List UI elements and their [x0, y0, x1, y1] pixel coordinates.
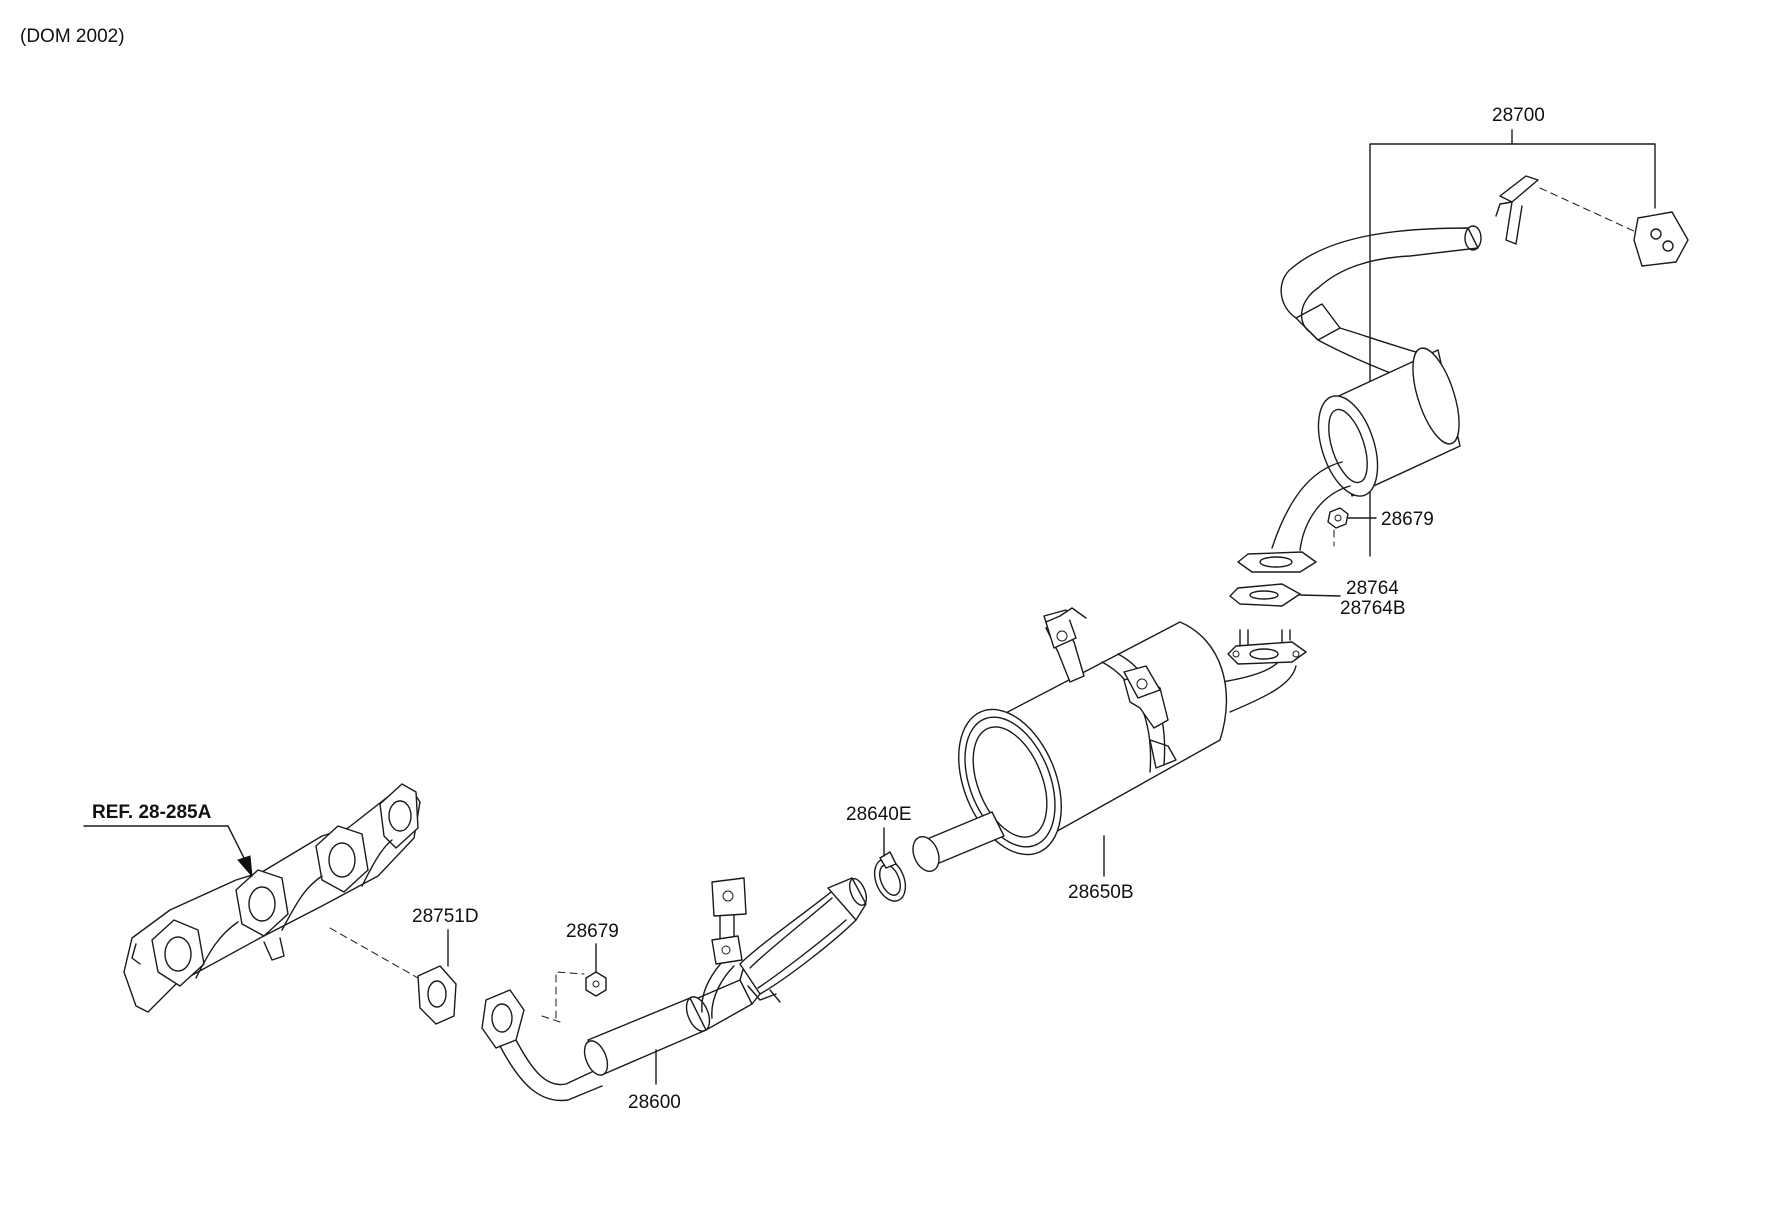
exhaust-gasket-icon — [1229, 583, 1301, 607]
arrow-head-icon — [237, 855, 253, 878]
callout-28764: 28764 — [1346, 578, 1399, 599]
pipe-clamp-icon — [873, 851, 907, 902]
tail-pipe-assembly — [1237, 129, 1689, 573]
rubber-hanger-icon — [1633, 211, 1689, 267]
flange-gasket-icon — [417, 965, 457, 1025]
nut-icon — [585, 971, 607, 997]
center-muffler — [912, 607, 1307, 872]
nut-icon — [1327, 507, 1349, 529]
callout-28679-lower: 28679 — [566, 921, 619, 942]
callout-ref-28-285A: REF. 28-285A — [92, 802, 212, 823]
front-pipe-catalytic-converter — [481, 877, 868, 1102]
callout-28764B: 28764B — [1340, 598, 1406, 619]
callout-28700: 28700 — [1492, 105, 1545, 126]
callout-28650B: 28650B — [1068, 882, 1134, 903]
callout-28751D: 28751D — [412, 906, 479, 927]
callout-28640E: 28640E — [846, 804, 912, 825]
exhaust-manifold — [123, 783, 421, 1013]
model-note: (DOM 2002) — [20, 26, 125, 47]
callout-28600: 28600 — [628, 1092, 681, 1113]
callout-28679-upper: 28679 — [1381, 509, 1434, 530]
